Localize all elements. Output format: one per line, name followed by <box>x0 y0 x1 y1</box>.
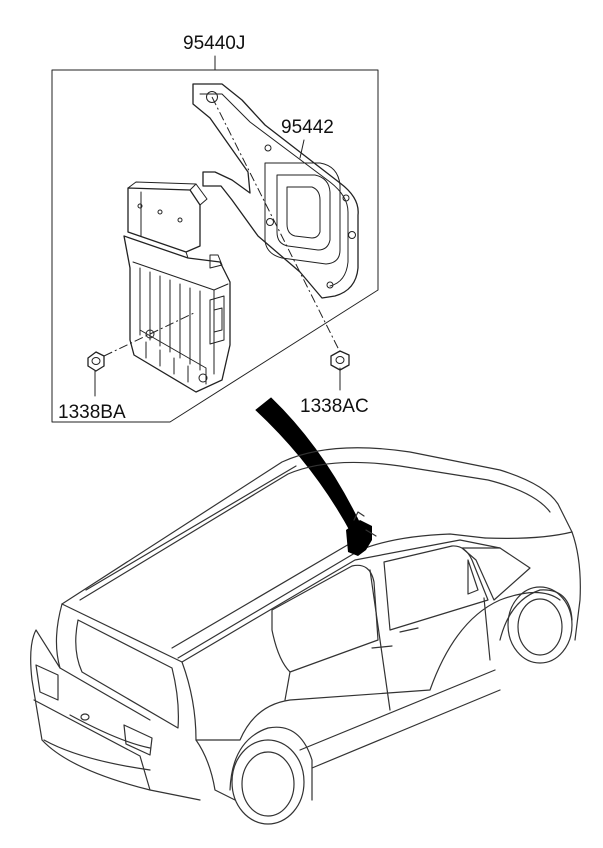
detail-frame <box>51 69 379 423</box>
location-pointer <box>255 397 363 535</box>
part-label-1338AC[interactable]: 1338AC <box>300 396 369 417</box>
part-label-1338BA[interactable]: 1338BA <box>58 402 126 423</box>
assembly-axis-right <box>211 96 341 353</box>
nut-1338AC-icon <box>330 350 350 371</box>
part-label-95440J[interactable]: 95440J <box>183 33 245 54</box>
ecu-module <box>123 181 231 393</box>
nut-1338BA-icon <box>87 351 105 372</box>
leader-95442 <box>299 139 305 159</box>
vehicle-outline <box>30 447 581 825</box>
mounting-bracket <box>192 83 359 299</box>
ecu-location-marker <box>346 511 377 556</box>
part-label-95442[interactable]: 95442 <box>281 117 334 138</box>
